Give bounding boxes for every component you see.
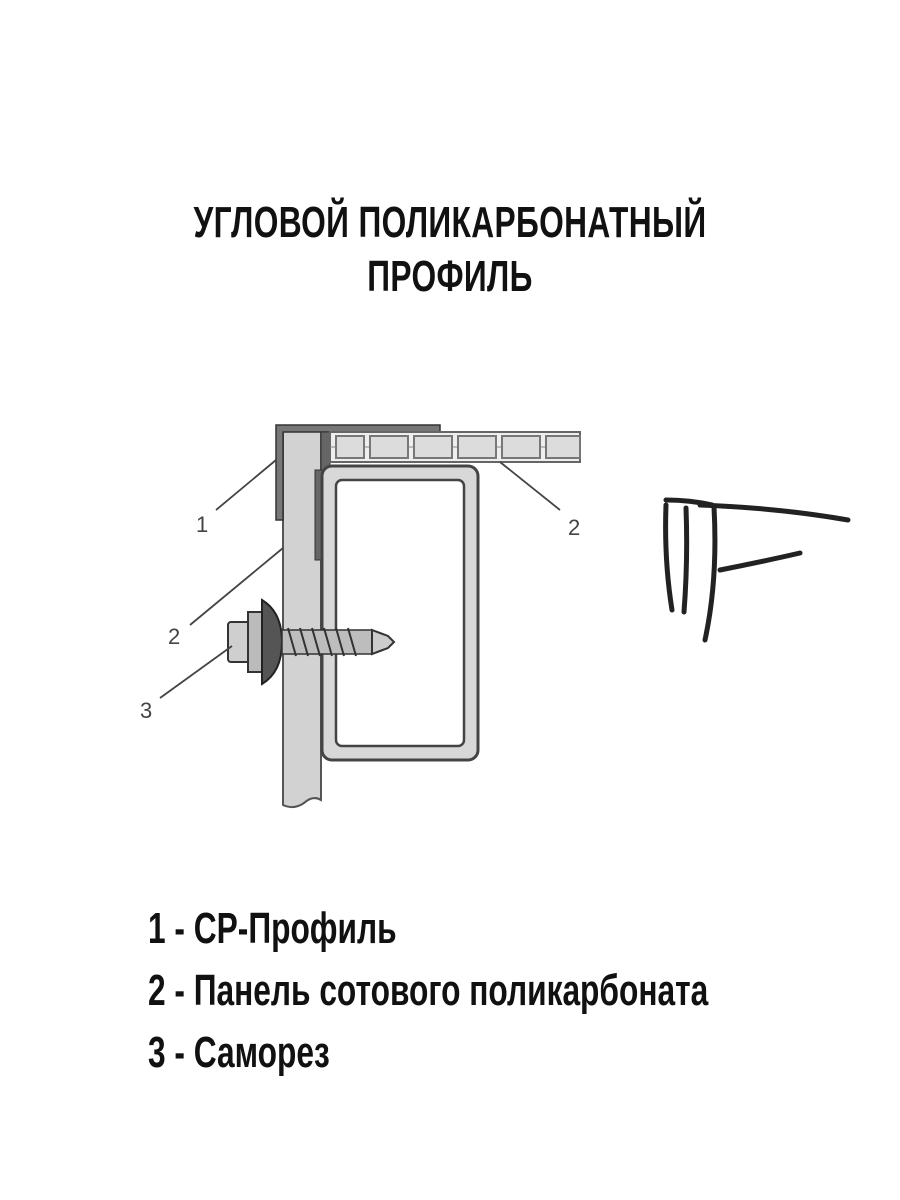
- honeycomb-panel: [329, 431, 581, 463]
- vertical-panel: [282, 429, 322, 809]
- legend-item-3: 3 - Саморез: [148, 1028, 330, 1077]
- leader-line-1: [215, 459, 277, 511]
- leader-line-2-top: [499, 461, 561, 511]
- corner-profile-inner: [320, 431, 331, 471]
- profile-cross-section: [663, 497, 851, 643]
- callout-2-left: 2: [168, 624, 180, 649]
- leader-line-2-left: [189, 547, 284, 626]
- corner-profile: [275, 424, 441, 521]
- legend-item-1: 1 - СР-Профиль: [148, 904, 397, 953]
- callout-1: 1: [196, 512, 208, 537]
- title-line-1: УГЛОВОЙ ПОЛИКАРБОНАТНЫЙ: [193, 198, 707, 247]
- corner-profile-diagram: 1 2 2 3: [140, 424, 851, 809]
- title-line-2: ПРОФИЛЬ: [367, 252, 533, 301]
- leader-line-3: [159, 645, 233, 699]
- callout-2-top: 2: [568, 515, 580, 540]
- self-tapping-screw: [227, 598, 396, 686]
- steel-tube: [320, 464, 480, 762]
- callout-3: 3: [140, 698, 152, 723]
- legend: 1 - СР-Профиль 2 - Панель сотового полик…: [148, 898, 708, 1084]
- legend-item-2: 2 - Панель сотового поликарбоната: [148, 966, 709, 1015]
- page-title: УГЛОВОЙ ПОЛИКАРБОНАТНЫЙ ПРОФИЛЬ: [126, 196, 774, 304]
